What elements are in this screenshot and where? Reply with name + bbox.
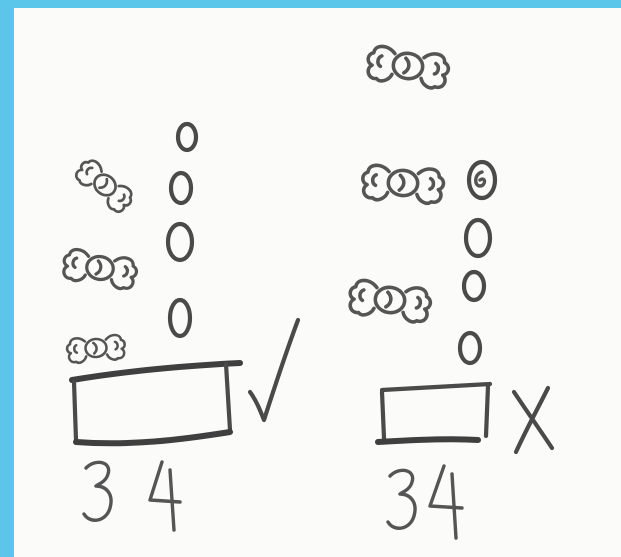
candy-icon bbox=[365, 45, 450, 90]
circle-icon bbox=[460, 333, 480, 363]
left-group bbox=[61, 124, 298, 530]
circle-icon bbox=[171, 173, 191, 203]
candy-icon bbox=[361, 164, 444, 204]
candy-icon bbox=[66, 334, 126, 363]
answer-box bbox=[378, 384, 490, 442]
digit-4 bbox=[430, 466, 462, 538]
circle-icon bbox=[170, 300, 190, 336]
candy-icon bbox=[72, 156, 136, 216]
digit-3 bbox=[388, 470, 415, 528]
check-mark-icon bbox=[250, 320, 298, 420]
candy-icon bbox=[347, 279, 432, 324]
cross-mark-icon bbox=[514, 388, 552, 452]
circle-icon bbox=[178, 124, 196, 150]
candy-icon bbox=[61, 248, 138, 291]
circle-icon bbox=[469, 162, 495, 198]
right-group bbox=[347, 45, 552, 538]
circle-icon bbox=[466, 220, 490, 256]
circle-icon bbox=[168, 224, 192, 260]
digit-4 bbox=[150, 462, 180, 530]
circle-icon bbox=[464, 272, 484, 300]
digit-3 bbox=[84, 462, 111, 520]
answer-box bbox=[72, 363, 240, 443]
